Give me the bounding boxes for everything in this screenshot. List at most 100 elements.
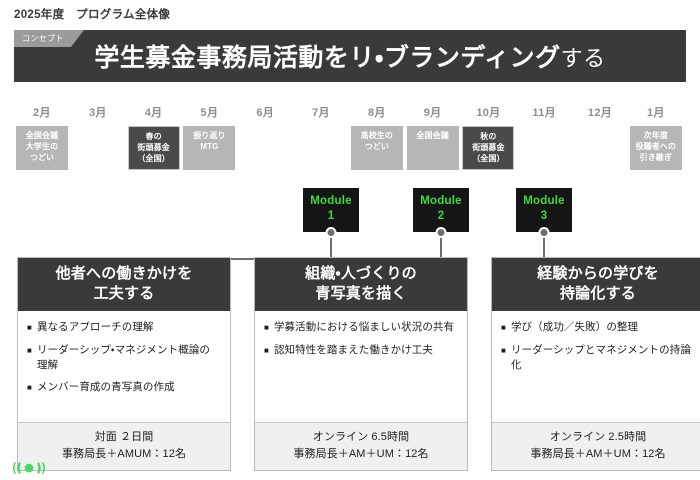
card-footer: オンライン 2.5時間事務局長＋AM＋UM：12名 [492, 422, 700, 470]
card-title: 経験からの学びを持論化する [492, 258, 700, 311]
timeline-month-2: 3月 [70, 104, 126, 120]
page-title: 2025年度 プログラム全体像 [14, 9, 171, 21]
event-line: 全国会議 [416, 131, 449, 140]
bullet-square-icon: ■ [264, 346, 269, 355]
event-line: 街頭募金 [137, 143, 170, 152]
month-label: 2月 [33, 107, 51, 119]
timeline-month-3: 4月春の街頭募金 （全国） [126, 104, 182, 170]
event-line: （全国） [472, 154, 505, 163]
card-title-line1: 組織・人づくりの [305, 265, 417, 282]
timeline-month-7: 8月高校生のつどい [349, 104, 405, 170]
event-line: 全国会議 [25, 131, 59, 140]
event-line: MTG [200, 142, 219, 151]
card-title-line1: 経験からの学びを [537, 265, 659, 282]
event-line: 高校生の [360, 131, 393, 140]
timeline-month-4: 5月振り返り MTG [181, 104, 237, 170]
card-footer-format: オンライン 2.5時間 [549, 431, 647, 443]
concept-banner: コンセプト 学生募金事務局活動をリ・ブランディングする [14, 30, 686, 82]
event-line: 振り返り [193, 131, 226, 140]
event-line: 次年度 [643, 131, 668, 140]
timeline-event-box[interactable]: 高校生のつどい [350, 126, 403, 170]
event-line: 街頭募金 [472, 143, 505, 152]
module-label: Module [420, 195, 462, 207]
event-line: 引き継ぎ [639, 153, 672, 162]
bullet-text: 異なるアプローチの理解 [36, 321, 154, 333]
concept-tab-label: コンセプト [14, 30, 84, 47]
card-title-line2: 工夫する [93, 285, 155, 302]
timeline-event-box[interactable]: 振り返り MTG [183, 126, 236, 170]
bullet-square-icon: ■ [264, 323, 269, 332]
card-title-line2: 持論化する [559, 285, 636, 302]
timeline-month-11: 12月 [572, 104, 628, 120]
module-box-1[interactable]: Module 1 [303, 188, 359, 238]
banner-title: 学生募金事務局活動をリ・ブランディングする [14, 41, 686, 76]
timeline-month-10: 11月 [516, 104, 572, 120]
bullet-square-icon: ■ [27, 383, 32, 392]
month-label: 8月 [367, 107, 386, 119]
module-connector-dot [538, 227, 550, 238]
card-footer: オンライン 6.5時間事務局長＋AM＋UM：12名 [255, 422, 467, 470]
event-line: 春の [145, 132, 162, 141]
timeline-month-5: 6月 [237, 104, 293, 120]
card-bullet-list: ■学び（成功／失敗）の整理 ■ リーダーシップとマネジメントの持論化 [492, 311, 700, 422]
bullet-item: ■ メンバー育成の青写真の作成 [27, 380, 220, 396]
card-title-line2: 青写真を描く [315, 285, 407, 302]
module-number: 2 [437, 210, 445, 222]
timeline-month-1: 2月全国会議大学生のつどい [14, 104, 70, 170]
timeline-month-6: 7月 [293, 104, 349, 120]
bullet-item: ■認知特性を踏まえた働きかけ工夫 [264, 343, 457, 359]
month-label: 6月 [256, 107, 275, 119]
event-line: つどい [29, 153, 55, 162]
program-card-2[interactable]: 組織・人づくりの青写真を描く ■ 学募活動における悩ましい状況の共有 ■認知特性を踏ま… [254, 257, 468, 471]
timeline-event-box[interactable]: 春の街頭募金 （全国） [127, 126, 180, 170]
bullet-text: メンバー育成の青写真の作成 [36, 381, 175, 393]
bullet-item: ■ リーダーシップとマネジメントの持論化 [501, 343, 694, 373]
bullet-square-icon: ■ [27, 323, 32, 332]
bullet-text: 学び（成功／失敗）の整理 [510, 321, 639, 333]
module-number: 3 [540, 210, 548, 222]
connector-segment [543, 238, 545, 260]
timeline-month-12: 1月次年度役職者への引き継ぎ [628, 104, 684, 170]
timeline-event-box[interactable]: 次年度役職者への引き継ぎ [629, 126, 682, 170]
event-line: （全国） [137, 154, 170, 163]
module-box-2[interactable]: Module 2 [413, 188, 469, 238]
card-bullet-list: ■ 異なるアプローチの理解 ■ リーダーシップ・マネジメント概論の理解 ■ メンバー育成の… [18, 311, 230, 422]
card-title: 他者への働きかけを工夫する [18, 258, 230, 311]
banner-title-main: 学生募金事務局活動をリ・ブランディング [94, 44, 561, 72]
month-label: 1月 [646, 107, 665, 119]
module-number: 1 [327, 210, 335, 222]
timeline-month-8: 9月全国会議 [405, 104, 461, 170]
program-card-3[interactable]: 経験からの学びを持論化する ■学び（成功／失敗）の整理 ■ リーダーシップとマネジメン… [491, 257, 700, 471]
card-footer-participants: 事務局長＋AM＋UM：12名 [293, 448, 429, 460]
card-footer-format: 対面 ２日間 [94, 431, 154, 443]
card-title-line1: 他者への働きかけを [55, 265, 193, 282]
bullet-item: ■ リーダーシップ・マネジメント概論の理解 [27, 343, 220, 373]
timeline-event-box[interactable]: 全国会議 [406, 126, 459, 170]
event-line: 役職者への [635, 142, 677, 151]
event-line: つどい [364, 142, 389, 151]
bullet-square-icon: ■ [501, 346, 506, 355]
bullet-square-icon: ■ [27, 346, 32, 355]
module-connector-dot [325, 227, 337, 238]
bullet-text: リーダーシップとマネジメントの持論化 [510, 344, 691, 371]
month-label: 5月 [200, 107, 219, 119]
month-label: 3月 [88, 107, 107, 119]
card-footer-participants: 事務局長＋AMUM：12名 [61, 448, 187, 460]
timeline-event-box[interactable]: 全国会議大学生のつどい [16, 126, 68, 170]
event-line: 大学生の [25, 142, 59, 151]
month-label: 7月 [312, 107, 330, 119]
bullet-text: リーダーシップ・マネジメント概論の理解 [36, 344, 210, 371]
bullet-item: ■ 異なるアプローチの理解 [27, 320, 220, 336]
event-line: 秋の [480, 132, 497, 141]
card-title: 組織・人づくりの青写真を描く [255, 258, 467, 311]
bullet-text: 学募活動における悩ましい状況の共有 [273, 321, 455, 333]
connector-segment [440, 238, 442, 260]
month-label: 11月 [532, 107, 556, 119]
program-card-1[interactable]: 他者への働きかけを工夫する ■ 異なるアプローチの理解 ■ リーダーシップ・マネジメント… [17, 257, 231, 471]
month-label: 4月 [144, 107, 163, 119]
bullet-item: ■学び（成功／失敗）の整理 [501, 320, 694, 336]
module-label: Module [310, 195, 352, 207]
timeline-event-box[interactable]: 秋の街頭募金 （全国） [462, 126, 515, 170]
